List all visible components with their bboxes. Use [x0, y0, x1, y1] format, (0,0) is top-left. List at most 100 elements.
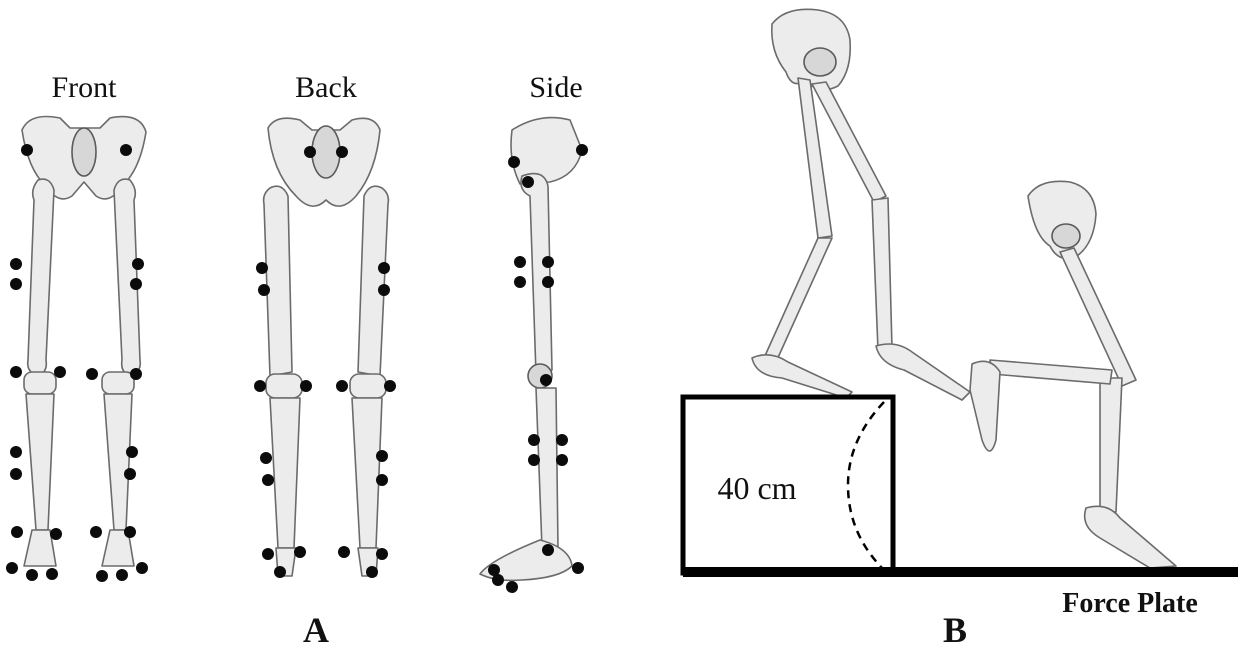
femur-landing	[1059, 247, 1137, 387]
marker	[90, 526, 102, 538]
marker	[542, 276, 554, 288]
marker	[336, 146, 348, 158]
sacrum-front	[71, 127, 97, 177]
leg-horizontal-landing	[989, 359, 1113, 385]
skeleton-back	[262, 117, 390, 577]
marker	[136, 562, 148, 574]
marker	[21, 144, 33, 156]
hip-socket-on-box	[803, 47, 837, 77]
knee-right-back	[349, 373, 387, 399]
marker	[376, 450, 388, 462]
skeleton-side	[479, 116, 583, 582]
marker	[300, 380, 312, 392]
knee-right-front	[101, 371, 135, 395]
marker	[260, 452, 272, 464]
marker	[50, 528, 62, 540]
marker	[46, 568, 58, 580]
femur-front-on-box	[811, 81, 887, 203]
marker	[576, 144, 588, 156]
tibia-back-on-box	[763, 237, 833, 363]
marker	[508, 156, 520, 168]
marker	[376, 548, 388, 560]
marker	[132, 258, 144, 270]
femur-right-back	[357, 185, 390, 377]
marker	[262, 548, 274, 560]
knee-left-front	[23, 371, 57, 395]
marker	[376, 474, 388, 486]
femur-left-back	[262, 185, 293, 377]
marker	[274, 566, 286, 578]
panel-label-b: B	[943, 610, 967, 650]
marker	[336, 380, 348, 392]
foot-front-on-box	[875, 343, 971, 401]
marker	[542, 544, 554, 556]
view-label-back: Back	[295, 71, 357, 104]
foot-landing	[1083, 505, 1177, 569]
marker	[378, 262, 390, 274]
dashed-arc	[846, 401, 885, 571]
femur-right-front	[113, 178, 142, 377]
tibia-landing	[1099, 377, 1123, 513]
marker	[86, 368, 98, 380]
marker	[130, 278, 142, 290]
marker	[506, 581, 518, 593]
markers-front	[6, 144, 148, 582]
marker	[542, 256, 554, 268]
marker	[96, 570, 108, 582]
marker	[124, 526, 136, 538]
pelvis-side	[510, 116, 583, 185]
marker	[528, 434, 540, 446]
marker	[338, 546, 350, 558]
marker	[492, 574, 504, 586]
foot-left-front	[23, 529, 57, 567]
marker	[6, 562, 18, 574]
marker	[304, 146, 316, 158]
panel-label-a: A	[303, 610, 329, 650]
panel-b: 40 cm Force Plate B	[680, 8, 1238, 650]
femur-left-front	[26, 178, 55, 377]
skeleton-front	[21, 115, 147, 567]
marker	[120, 144, 132, 156]
marker	[11, 526, 23, 538]
force-plate	[683, 567, 1238, 577]
foot-hanging-landing	[969, 360, 1001, 452]
sacrum-back	[311, 125, 341, 179]
marker	[10, 468, 22, 480]
view-label-side: Side	[529, 71, 582, 104]
femur-side	[520, 172, 553, 375]
marker	[10, 446, 22, 458]
view-label-front: Front	[51, 71, 117, 104]
marker	[572, 562, 584, 574]
marker	[522, 176, 534, 188]
tibia-left-front	[25, 393, 55, 531]
marker	[378, 284, 390, 296]
marker	[10, 278, 22, 290]
marker	[258, 284, 270, 296]
foot-right-front	[101, 529, 135, 567]
marker	[116, 569, 128, 581]
markers-back	[254, 146, 396, 578]
marker	[26, 569, 38, 581]
box-height-label: 40 cm	[717, 470, 796, 506]
markers-side	[488, 144, 588, 593]
marker	[294, 546, 306, 558]
force-plate-label: Force Plate	[1062, 588, 1198, 619]
tibia-right-back	[351, 397, 383, 549]
femur-back-on-box	[797, 77, 833, 239]
marker	[366, 566, 378, 578]
tibia-left-back	[269, 397, 301, 549]
skeleton-landing	[969, 180, 1177, 569]
marker	[556, 434, 568, 446]
marker	[262, 474, 274, 486]
marker	[514, 276, 526, 288]
marker	[514, 256, 526, 268]
marker	[488, 564, 500, 576]
knee-left-back	[265, 373, 303, 399]
tibia-right-front	[103, 393, 133, 531]
marker	[54, 366, 66, 378]
marker	[10, 258, 22, 270]
marker	[528, 454, 540, 466]
marker	[556, 454, 568, 466]
